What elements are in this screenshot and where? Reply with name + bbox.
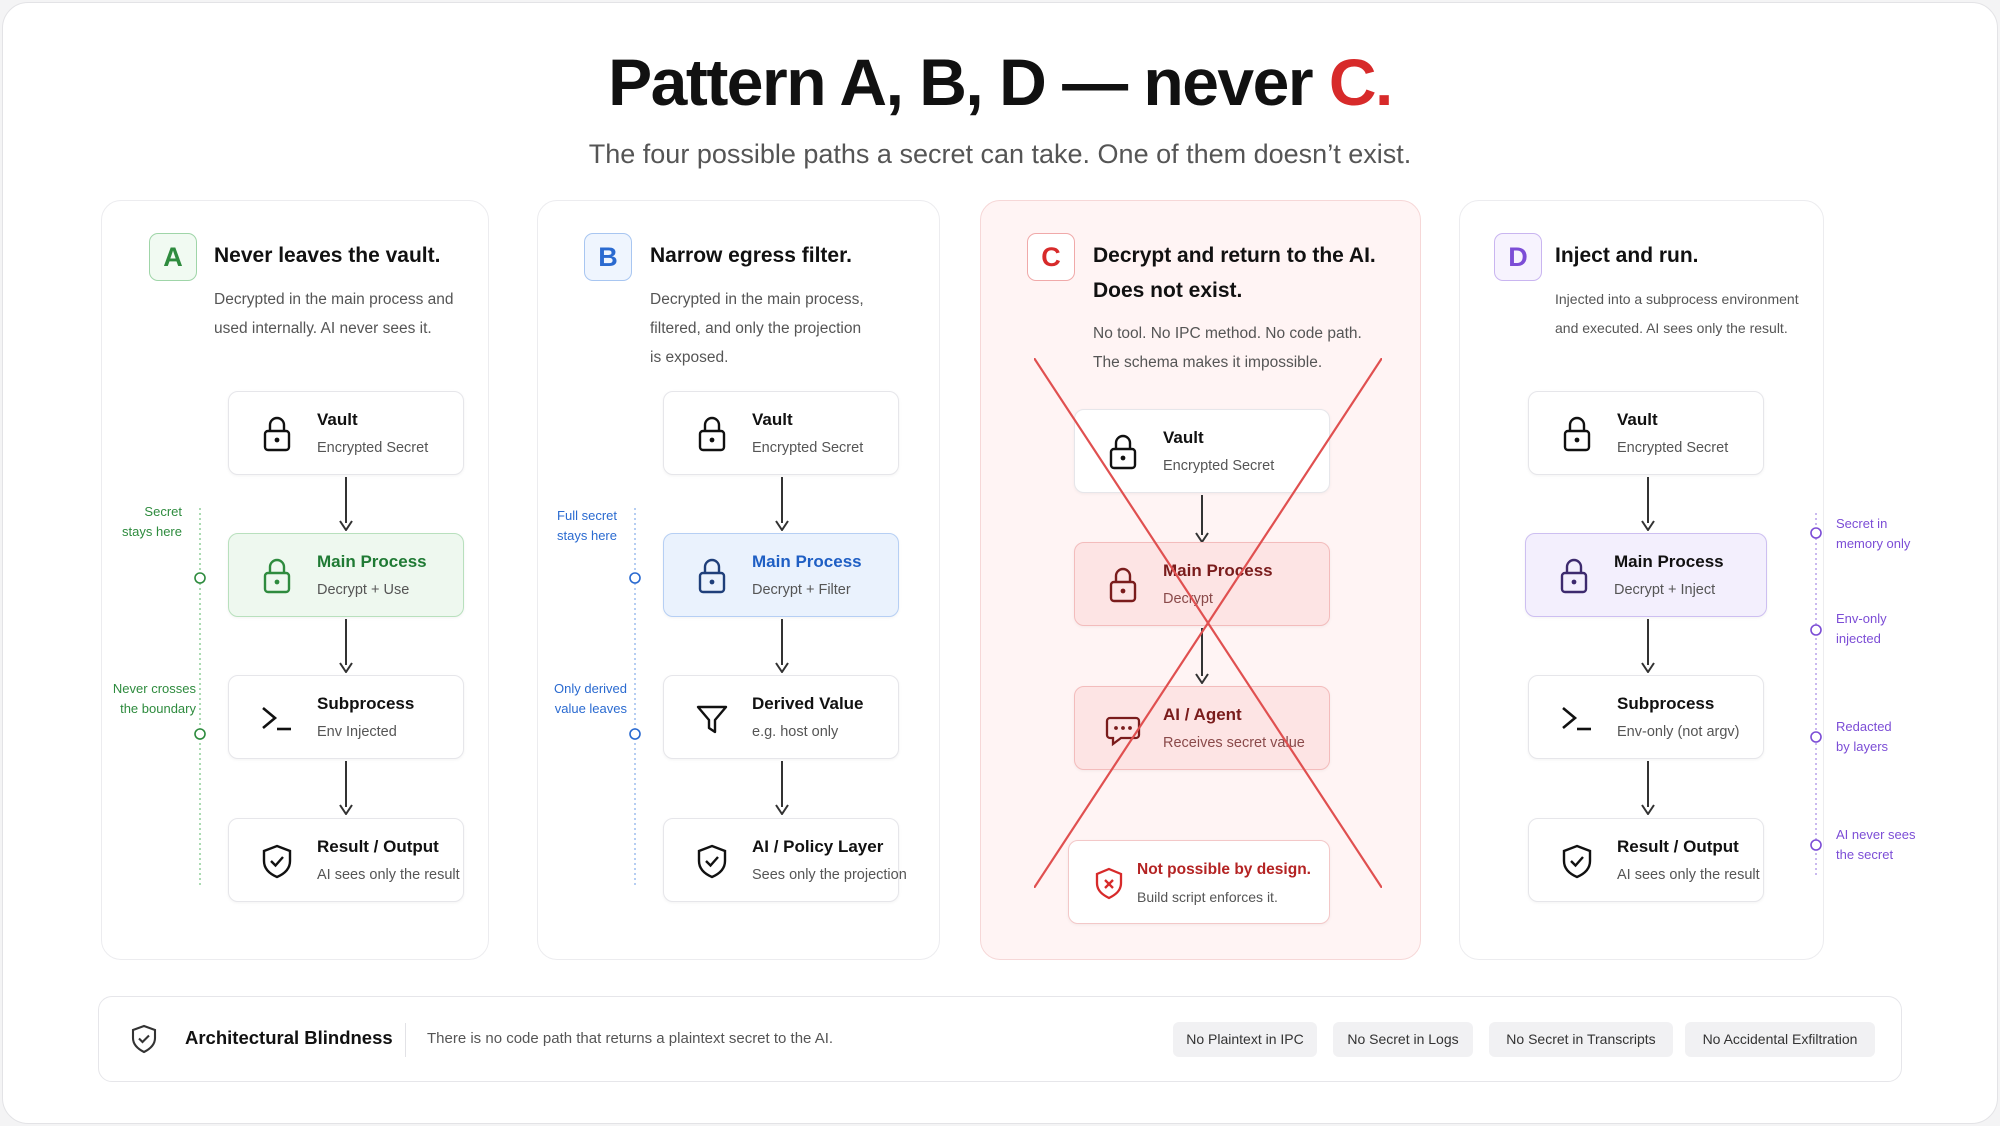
lock-icon bbox=[690, 554, 734, 598]
flow-arrow bbox=[1638, 477, 1658, 531]
flow-arrow bbox=[772, 761, 792, 815]
flow-arrow bbox=[772, 477, 792, 531]
shield-x-icon bbox=[1087, 861, 1131, 905]
terminal-icon bbox=[1555, 696, 1599, 740]
page-title: Pattern A, B, D — never C. bbox=[608, 45, 1394, 119]
footer-tag: No Plaintext in IPC bbox=[1173, 1022, 1317, 1057]
lock-icon bbox=[1101, 563, 1145, 607]
flow-arrow bbox=[772, 619, 792, 673]
flow-arrow bbox=[1638, 619, 1658, 673]
pattern-a-title: Never leaves the vault. bbox=[214, 244, 441, 267]
pattern-a-badge: A bbox=[149, 233, 197, 281]
shield-check-icon bbox=[690, 839, 734, 883]
pattern-b-title: Narrow egress filter. bbox=[650, 244, 852, 267]
pattern-c-title: Decrypt and return to the AI.Does not ex… bbox=[1093, 244, 1376, 302]
pattern-d-boundary-rail bbox=[1810, 513, 1822, 875]
flow-arrow bbox=[1192, 628, 1212, 684]
pattern-c-not-possible-node: Not possible by design.Build script enfo… bbox=[1068, 840, 1330, 924]
pattern-d-title: Inject and run. bbox=[1555, 244, 1699, 267]
footer-tag: No Secret in Logs bbox=[1333, 1022, 1473, 1057]
flow-arrow bbox=[1638, 761, 1658, 815]
flow-arrow bbox=[336, 761, 356, 815]
flow-arrow bbox=[336, 619, 356, 673]
shield-check-icon bbox=[127, 1022, 161, 1056]
footer-description: There is no code path that returns a pla… bbox=[427, 1030, 834, 1047]
flow-arrow bbox=[1192, 495, 1212, 543]
footer-tag: No Secret in Transcripts bbox=[1489, 1022, 1673, 1057]
filter-icon bbox=[690, 696, 734, 740]
lock-icon bbox=[690, 412, 734, 456]
footer-bar: Architectural Blindness There is no code… bbox=[98, 996, 1902, 1082]
pattern-c-description: No tool. No IPC method. No code path.The… bbox=[1093, 325, 1362, 371]
pattern-b-boundary-rail bbox=[629, 508, 641, 886]
pattern-c-badge: C bbox=[1027, 233, 1075, 281]
page-subtitle: The four possible paths a secret can tak… bbox=[588, 139, 1412, 169]
footer-divider bbox=[405, 1023, 406, 1057]
footer-title: Architectural Blindness bbox=[185, 1027, 393, 1048]
terminal-icon bbox=[255, 696, 299, 740]
pattern-b-badge: B bbox=[584, 233, 632, 281]
pattern-a-boundary-rail bbox=[194, 508, 206, 886]
shield-check-icon bbox=[1555, 839, 1599, 883]
pattern-b-description: Decrypted in the main process,filtered, … bbox=[650, 291, 864, 366]
title-accent: C. bbox=[1328, 45, 1394, 119]
chat-icon bbox=[1101, 707, 1145, 751]
pattern-d-badge: D bbox=[1494, 233, 1542, 281]
footer-tag: No Accidental Exfiltration bbox=[1685, 1022, 1875, 1057]
lock-icon bbox=[255, 554, 299, 598]
flow-arrow bbox=[336, 477, 356, 531]
lock-icon bbox=[1101, 430, 1145, 474]
shield-check-icon bbox=[255, 839, 299, 883]
lock-icon bbox=[1555, 412, 1599, 456]
lock-icon bbox=[1552, 554, 1596, 598]
lock-icon bbox=[255, 412, 299, 456]
